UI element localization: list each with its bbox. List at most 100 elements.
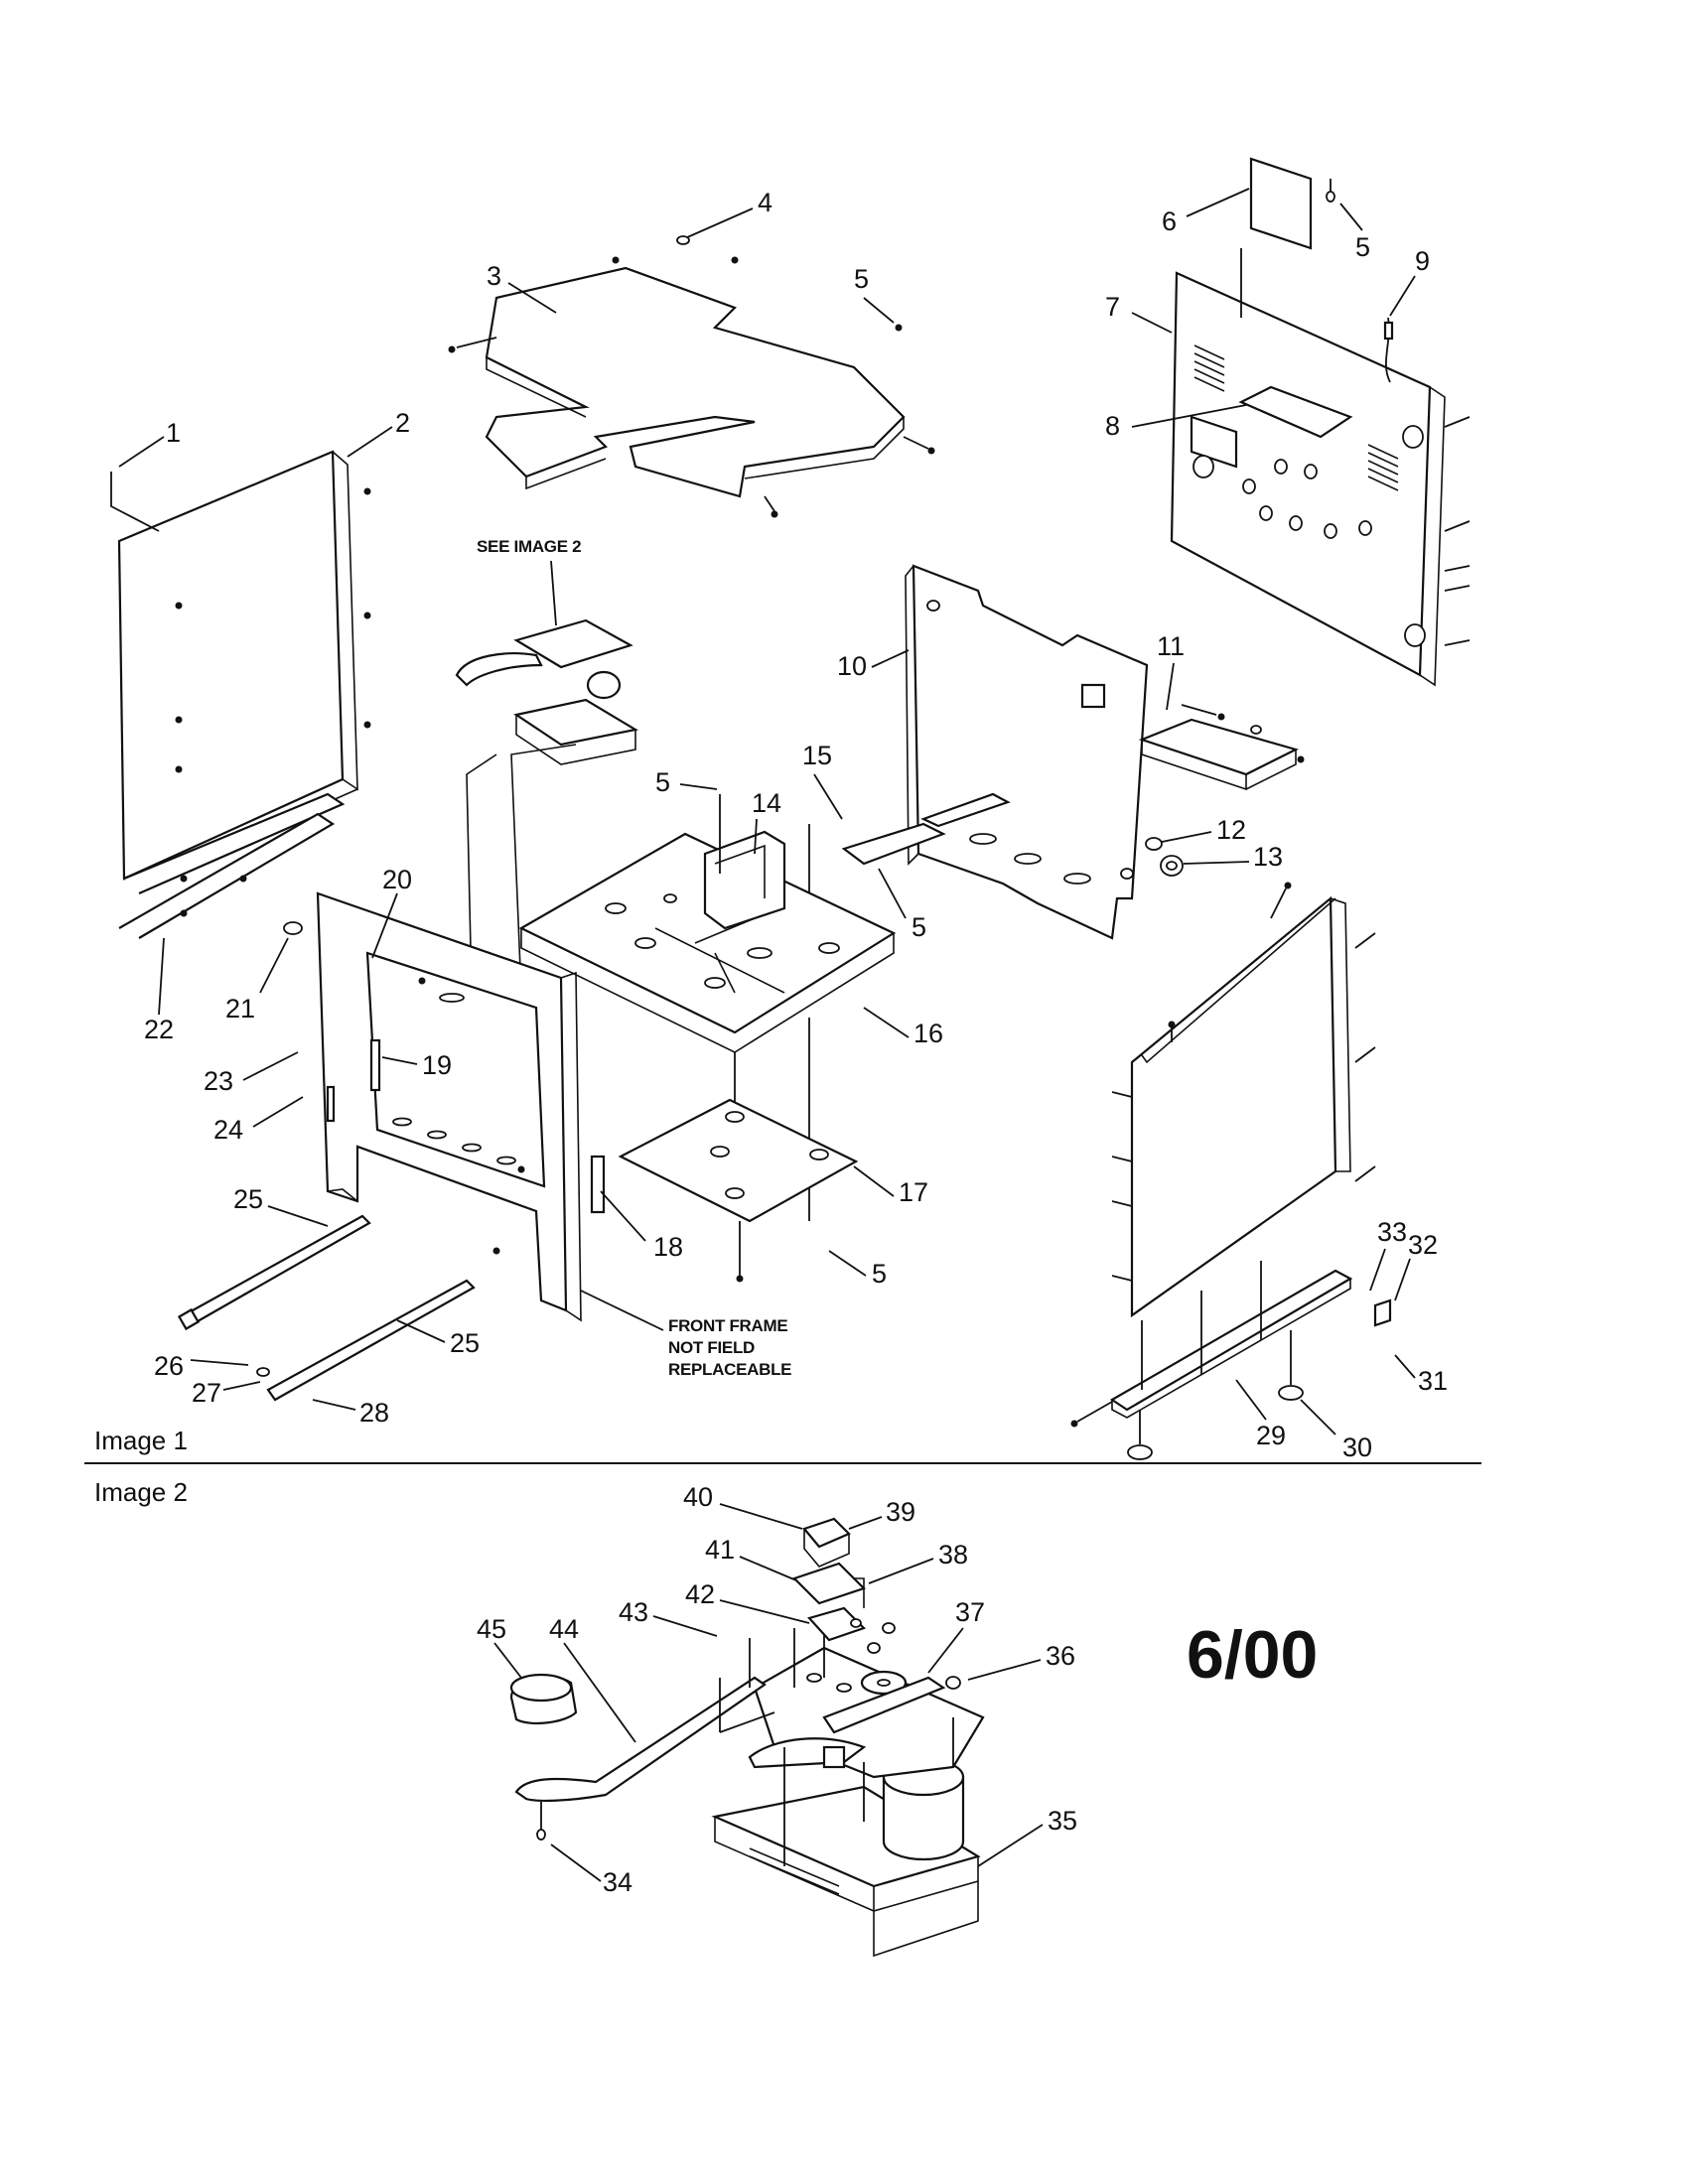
image-1-label: Image 1	[94, 1426, 188, 1455]
callout-35: 35	[977, 1806, 1077, 1867]
svg-text:25: 25	[450, 1328, 480, 1358]
svg-text:33: 33	[1377, 1217, 1407, 1247]
front-frame	[316, 891, 606, 1322]
svg-text:NOT FIELD: NOT FIELD	[668, 1338, 755, 1357]
svg-text:5: 5	[854, 264, 869, 294]
callout-32: 32	[1394, 1230, 1438, 1301]
burner-valve-assembly	[509, 1517, 985, 1958]
callout-39: 39	[848, 1497, 915, 1530]
left-side-panel	[117, 450, 371, 939]
svg-text:5: 5	[912, 912, 926, 942]
svg-text:24: 24	[213, 1115, 243, 1145]
callout-31: 31	[1394, 1354, 1448, 1396]
callout-5d: 5	[878, 868, 926, 942]
callout-24: 24	[213, 1096, 304, 1145]
callout-36: 36	[967, 1641, 1075, 1681]
image-2-label: Image 2	[94, 1477, 188, 1507]
callout-45: 45	[477, 1614, 522, 1679]
callout-28: 28	[312, 1398, 389, 1428]
svg-text:38: 38	[938, 1540, 968, 1570]
callout-7: 7	[1105, 292, 1173, 334]
callout-3: 3	[487, 261, 557, 314]
svg-text:1: 1	[166, 418, 181, 448]
callout-5c: 5	[828, 1250, 887, 1289]
callout-30: 30	[1300, 1399, 1372, 1462]
callout-25b: 25	[396, 1319, 480, 1358]
callout-19: 19	[381, 1050, 452, 1080]
svg-text:22: 22	[144, 1015, 174, 1044]
callout-17: 17	[853, 1165, 928, 1207]
front-rail-lower	[266, 1279, 476, 1402]
callout-26: 26	[154, 1351, 270, 1381]
callout-10: 10	[837, 649, 910, 681]
callout-4: 4	[676, 188, 772, 245]
svg-text:28: 28	[359, 1398, 389, 1428]
callout-13: 13	[1160, 842, 1283, 877]
callout-14: 14	[752, 788, 781, 855]
callout-34: 34	[550, 1843, 632, 1897]
callout-5e: 5	[1339, 203, 1370, 262]
callout-37: 37	[927, 1597, 985, 1674]
svg-text:18: 18	[653, 1232, 683, 1262]
callout-20: 20	[371, 865, 426, 985]
svg-text:31: 31	[1418, 1366, 1448, 1396]
svg-text:13: 13	[1253, 842, 1283, 872]
svg-text:17: 17	[899, 1177, 928, 1207]
svg-text:3: 3	[487, 261, 501, 291]
svg-text:10: 10	[837, 651, 867, 681]
back-panel-vents	[1193, 344, 1399, 491]
callout-5b: 5	[655, 767, 721, 874]
callout-1: 1	[110, 418, 181, 532]
callout-15: 15	[802, 741, 843, 820]
callout-5a: 5	[854, 264, 895, 324]
svg-text:25: 25	[233, 1184, 263, 1214]
callout-21: 21	[225, 921, 303, 1024]
svg-text:43: 43	[619, 1597, 648, 1627]
callout-8: 8	[1105, 404, 1247, 441]
right-side-panel	[1111, 882, 1376, 1318]
svg-text:SEE IMAGE 2: SEE IMAGE 2	[477, 537, 581, 556]
callout-2: 2	[347, 408, 410, 458]
callout-42: 42	[685, 1579, 810, 1624]
callout-40: 40	[683, 1482, 803, 1530]
bottom-plate	[618, 1098, 859, 1283]
callout-27: 27	[192, 1378, 261, 1408]
svg-text:12: 12	[1216, 815, 1246, 845]
callout-44: 44	[549, 1614, 636, 1743]
callout-6: 6	[1162, 188, 1250, 236]
svg-text:40: 40	[683, 1482, 713, 1512]
top-panel	[448, 256, 935, 518]
svg-text:32: 32	[1408, 1230, 1438, 1260]
svg-text:4: 4	[758, 188, 772, 217]
callout-11: 11	[1157, 631, 1185, 711]
svg-text:5: 5	[655, 767, 670, 797]
svg-text:34: 34	[603, 1867, 632, 1897]
svg-text:7: 7	[1105, 292, 1120, 322]
svg-text:FRONT FRAME: FRONT FRAME	[668, 1316, 787, 1335]
callout-9: 9	[1389, 246, 1430, 317]
svg-text:15: 15	[802, 741, 832, 770]
svg-text:9: 9	[1415, 246, 1430, 276]
callout-38: 38	[868, 1540, 968, 1584]
svg-text:30: 30	[1342, 1433, 1372, 1462]
access-cover	[1249, 157, 1335, 250]
svg-text:45: 45	[477, 1614, 506, 1644]
svg-text:27: 27	[192, 1378, 221, 1408]
svg-text:26: 26	[154, 1351, 184, 1381]
back-panel	[1170, 248, 1471, 687]
svg-text:44: 44	[549, 1614, 579, 1644]
svg-text:8: 8	[1105, 411, 1120, 441]
front-frame-note: FRONT FRAME NOT FIELD REPLACEABLE	[580, 1290, 792, 1379]
svg-text:REPLACEABLE: REPLACEABLE	[668, 1360, 791, 1379]
svg-text:42: 42	[685, 1579, 715, 1609]
svg-text:23: 23	[204, 1066, 233, 1096]
callout-41: 41	[705, 1535, 797, 1581]
callout-12: 12	[1145, 815, 1246, 851]
burner-assembly-thumbnail: SEE IMAGE 2	[455, 537, 639, 994]
svg-text:21: 21	[225, 994, 255, 1024]
svg-text:6: 6	[1162, 206, 1177, 236]
svg-text:35: 35	[1048, 1806, 1077, 1836]
oven-vent-slots	[392, 993, 516, 1165]
rear-bracket	[1138, 704, 1305, 791]
